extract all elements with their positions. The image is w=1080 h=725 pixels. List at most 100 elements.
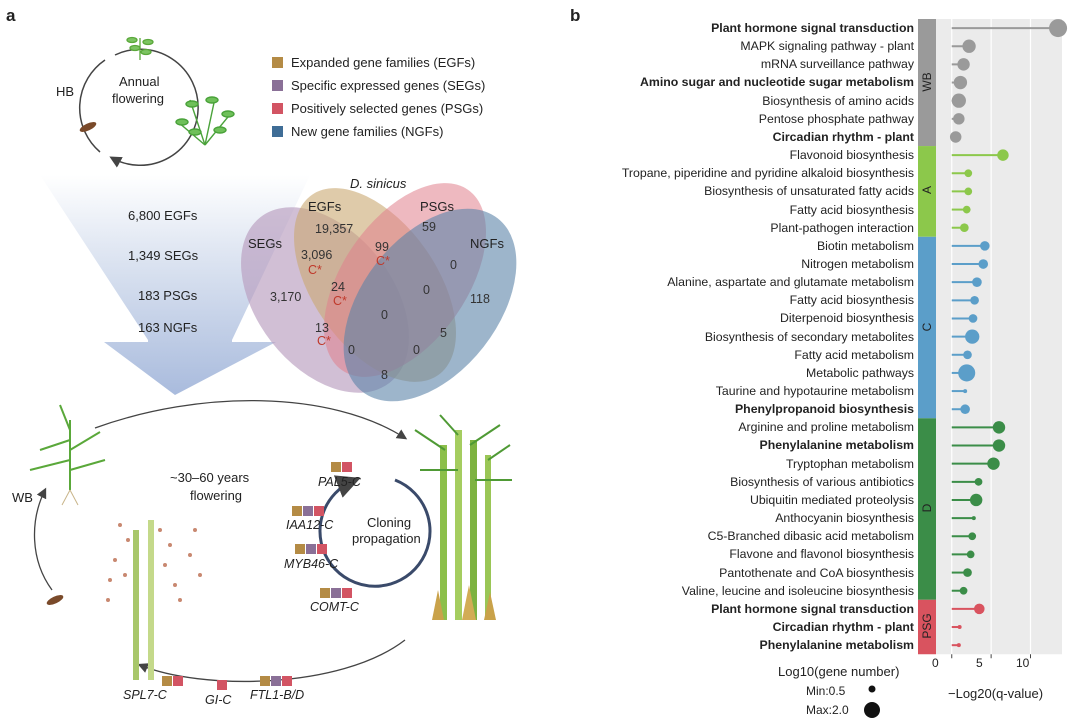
lollipop-dot	[964, 169, 973, 178]
seed-bottom-icon	[46, 595, 64, 605]
group-label-d: D	[920, 503, 934, 513]
group-label-psg: PSG	[920, 613, 934, 639]
venn-all4: 0	[381, 308, 388, 322]
group-label-c: C	[920, 322, 934, 331]
venn-title: D. sinicus	[350, 176, 407, 191]
term-label: Fatty acid biosynthesis	[789, 202, 914, 217]
years-flowering-line1: ~30–60 years	[170, 470, 250, 485]
funnel-shape	[40, 175, 310, 395]
wb-label: WB	[12, 490, 33, 505]
comt-boxes	[320, 588, 352, 598]
term-label: Nitrogen metabolism	[801, 256, 914, 271]
venn-c-mark-1: C*	[308, 263, 322, 277]
venn-psg-only: 59	[422, 220, 436, 234]
venn-egf-ngf: 0	[423, 283, 430, 297]
legend-swatch-psgs	[272, 103, 283, 114]
term-label: Valine, leucine and isoleucine biosynthe…	[681, 583, 914, 598]
funnel-count-segs: 1,349 SEGs	[128, 248, 199, 263]
lollipop-dot	[970, 295, 979, 305]
venn-seg-psg: 13	[315, 321, 329, 335]
annual-flowering-line2: flowering	[112, 91, 165, 106]
legend-ngfs: New gene families (NGFs)	[272, 124, 443, 139]
term-label: Biosynthesis of unsaturated fatty acids	[704, 184, 914, 199]
x-axis-label: −Log20(q-value)	[948, 686, 1044, 701]
lollipop-dot	[968, 532, 977, 541]
venn-seg-ngf-2: 0	[413, 343, 420, 357]
venn-diagram	[241, 183, 517, 402]
venn-seg-egf-psg: 24	[331, 280, 345, 294]
cloning-line1: Cloning	[367, 515, 412, 530]
gene-spl7: SPL7-C	[123, 688, 167, 702]
venn-seg-ngf: 0	[348, 343, 355, 357]
term-label: Biosynthesis of secondary metabolites	[704, 329, 914, 344]
funnel-count-ngfs: 163 NGFs	[138, 320, 198, 335]
term-label: Pantothenate and CoA biosynthesis	[719, 565, 914, 580]
lollipop-dot	[959, 586, 968, 595]
lollipop-dot	[960, 404, 970, 415]
term-label: Flavone and flavonol biosynthesis	[729, 547, 914, 562]
term-label: Biotin metabolism	[816, 238, 914, 253]
term-label: mRNA surveillance pathway	[760, 57, 914, 72]
ftl1-boxes	[260, 676, 292, 686]
venn-label-psgs: PSGs	[420, 199, 454, 214]
venn-ngf-only: 118	[470, 292, 490, 306]
gi-boxes	[217, 680, 227, 690]
lollipop-dot	[963, 350, 972, 360]
term-label: Biosynthesis of amino acids	[762, 93, 914, 108]
lollipop-dot	[949, 131, 962, 143]
lollipop-dot	[992, 421, 1006, 434]
x-tick-0: 0	[932, 656, 939, 670]
group-strip-a	[918, 146, 936, 237]
x-tick-10: 10	[1016, 656, 1030, 670]
size-legend-min: Min:0.5	[806, 684, 846, 698]
lollipop-dot	[956, 643, 961, 648]
panel-a-letter: a	[6, 6, 16, 25]
term-label: Flavonoid biosynthesis	[789, 148, 914, 163]
size-legend-dots	[864, 685, 880, 718]
panel-a-graphics	[29, 36, 517, 683]
legend-swatch-segs	[272, 80, 283, 91]
gene-myb46: MYB46-C	[284, 557, 339, 571]
venn-bottom: 8	[381, 368, 388, 382]
lollipop-dot	[953, 113, 965, 125]
legend-swatch-ngfs	[272, 126, 283, 137]
term-label: Plant hormone signal transduction	[711, 21, 914, 35]
term-label: Diterpenoid biosynthesis	[780, 311, 914, 326]
size-legend-min-dot	[868, 685, 876, 693]
lollipop-dot	[951, 93, 966, 108]
group-strip-psg	[918, 599, 936, 655]
term-label: Biosynthesis of various antibiotics	[730, 474, 914, 489]
lollipop-dot	[966, 550, 975, 559]
term-label: Alanine, aspartate and glutamate metabol…	[667, 275, 914, 290]
venn-seg-only: 3,170	[270, 290, 302, 304]
term-label: Circadian rhythm - plant	[772, 619, 914, 634]
term-label: Phenylpropanoid biosynthesis	[734, 402, 914, 417]
lollipop-dot	[992, 439, 1006, 452]
size-legend-max-dot	[864, 702, 880, 718]
group-strip-c	[918, 236, 936, 419]
term-label: Pentose phosphate pathway	[758, 111, 914, 126]
gene-ftl1: FTL1-B/D	[250, 688, 305, 702]
lollipop-dot	[963, 389, 968, 394]
venn-egf-only: 19,357	[315, 222, 354, 236]
lollipop-dot	[1049, 19, 1068, 38]
lollipop-dot	[963, 568, 972, 577]
lollipop-dot	[964, 187, 973, 196]
legend-label-psgs: Positively selected genes (PSGs)	[291, 101, 484, 116]
lollipop-dot	[962, 205, 971, 214]
term-label: Anthocyanin biosynthesis	[775, 511, 914, 526]
term-label: Taurine and hypotaurine metabolism	[715, 384, 914, 398]
legend-segs: Specific expressed genes (SEGs)	[272, 78, 485, 93]
cloning-line2: propagation	[352, 531, 421, 546]
seed-icon	[79, 122, 97, 132]
venn-c-mark-2: C*	[376, 254, 390, 268]
term-label: Plant hormone signal transduction	[711, 601, 914, 616]
term-label: Amino sugar and nucleotide sugar metabol…	[640, 75, 914, 90]
group-strip-d	[918, 418, 936, 600]
legend-label-segs: Specific expressed genes (SEGs)	[291, 78, 486, 93]
term-label: Metabolic pathways	[806, 365, 914, 380]
years-flowering-line2: flowering	[190, 488, 243, 503]
gene-comt: COMT-C	[310, 600, 359, 614]
lollipop-dot	[971, 516, 976, 521]
